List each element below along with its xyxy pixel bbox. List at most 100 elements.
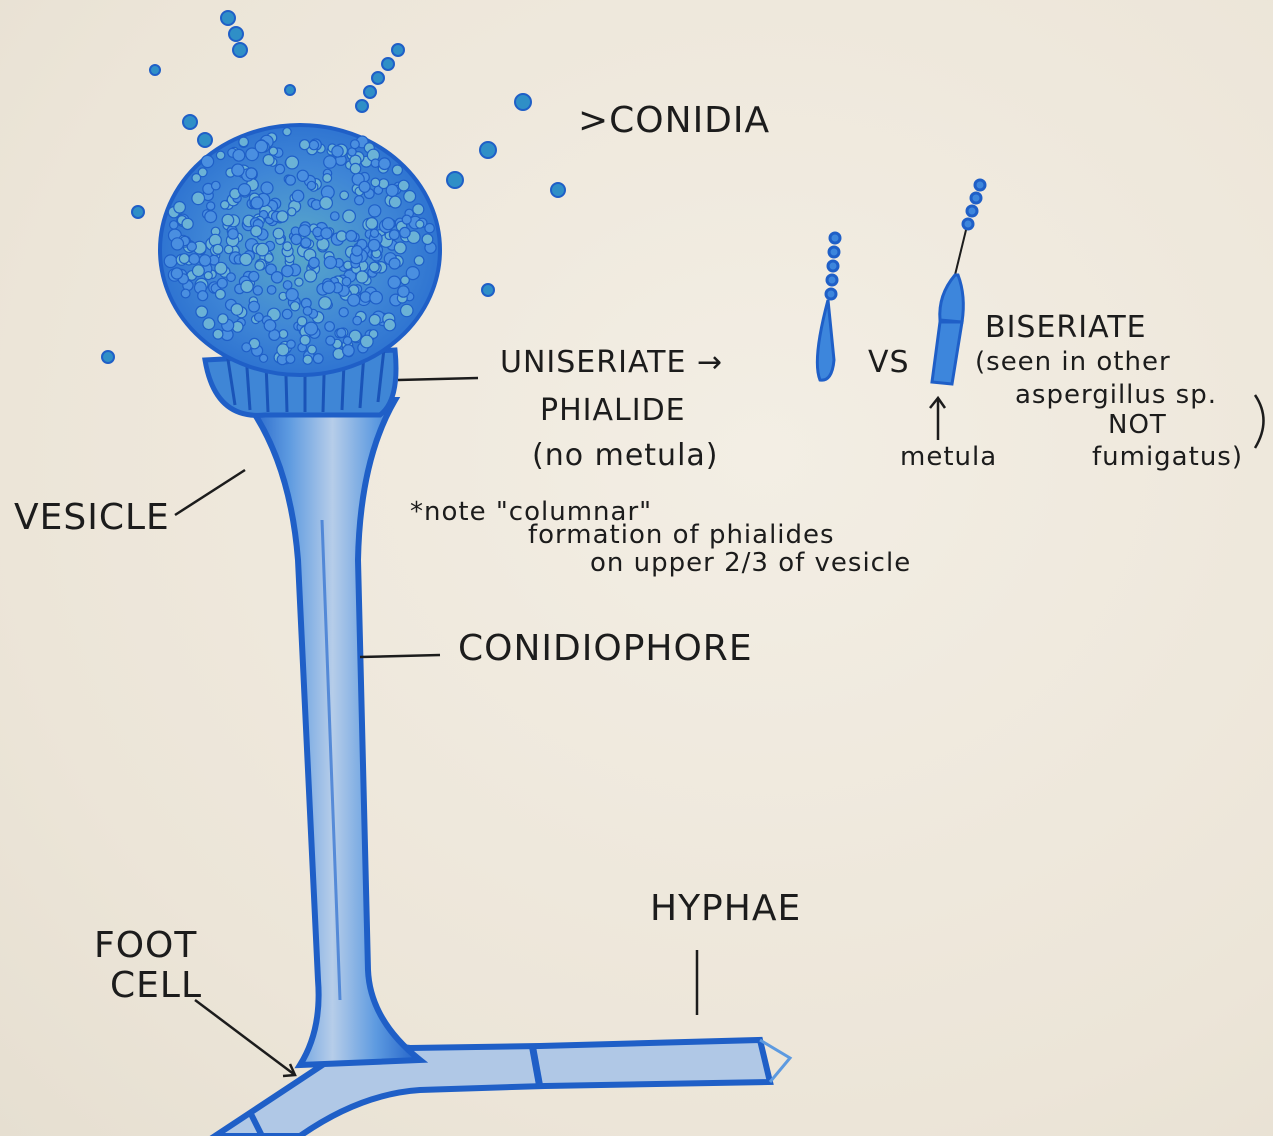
spore bbox=[264, 320, 276, 332]
spore bbox=[343, 210, 356, 223]
spore bbox=[343, 337, 351, 345]
spore bbox=[290, 302, 299, 311]
spore bbox=[368, 239, 380, 251]
spore bbox=[425, 224, 434, 233]
spore bbox=[297, 317, 306, 326]
spore bbox=[359, 181, 370, 192]
spore bbox=[352, 246, 362, 256]
foot-label: FOOT bbox=[94, 925, 197, 966]
spore bbox=[283, 281, 292, 290]
spore bbox=[269, 147, 277, 155]
spore bbox=[181, 289, 190, 298]
spore bbox=[182, 218, 193, 229]
spore bbox=[297, 170, 308, 181]
spore bbox=[170, 221, 178, 229]
spore bbox=[201, 155, 213, 167]
spore bbox=[282, 309, 292, 319]
spore bbox=[286, 175, 296, 185]
spore bbox=[389, 258, 400, 269]
phialide-label: PHIALIDE bbox=[540, 393, 686, 428]
spore bbox=[301, 238, 311, 248]
spore bbox=[325, 322, 335, 332]
metula-label: metula bbox=[900, 442, 997, 472]
spore bbox=[171, 268, 182, 279]
spore bbox=[249, 301, 260, 312]
spore bbox=[295, 278, 303, 286]
spore bbox=[326, 336, 335, 345]
spore bbox=[196, 306, 208, 318]
spore bbox=[369, 262, 379, 272]
spore bbox=[205, 211, 217, 223]
spore bbox=[392, 165, 402, 175]
spore bbox=[370, 229, 378, 237]
spore bbox=[215, 262, 227, 274]
spore bbox=[225, 245, 233, 253]
spore bbox=[309, 140, 318, 149]
spore bbox=[249, 271, 259, 281]
spore bbox=[217, 278, 227, 288]
aspergillus-sp-label: aspergillus sp. bbox=[1015, 380, 1217, 410]
spore bbox=[303, 355, 312, 364]
spore bbox=[221, 201, 229, 209]
spore bbox=[291, 234, 301, 244]
spore bbox=[353, 316, 362, 325]
spore bbox=[370, 291, 383, 304]
spore bbox=[402, 215, 411, 224]
hyphae-shape bbox=[215, 1040, 770, 1136]
spore bbox=[204, 272, 212, 280]
spore bbox=[242, 343, 251, 352]
spore bbox=[386, 184, 398, 196]
spore bbox=[261, 182, 273, 194]
spore bbox=[292, 190, 304, 202]
spore bbox=[241, 280, 253, 292]
spore bbox=[360, 292, 371, 303]
spore bbox=[299, 225, 311, 237]
spore bbox=[267, 286, 276, 295]
spore bbox=[282, 265, 293, 276]
spore bbox=[300, 140, 310, 150]
spore bbox=[400, 227, 410, 237]
conidiophore-label: CONIDIOPHORE bbox=[458, 628, 753, 669]
spore bbox=[414, 256, 424, 266]
spore bbox=[288, 208, 296, 216]
spore bbox=[369, 314, 380, 325]
cell-label: CELL bbox=[110, 965, 202, 1006]
spore bbox=[213, 244, 223, 254]
spore bbox=[389, 196, 401, 208]
spore bbox=[286, 156, 299, 169]
spore bbox=[324, 156, 336, 168]
spore bbox=[323, 174, 332, 183]
spore bbox=[324, 256, 336, 268]
spore bbox=[323, 281, 335, 293]
spore bbox=[189, 254, 200, 265]
uniseriate-label: UNISERIATE → bbox=[500, 345, 723, 380]
spore bbox=[171, 238, 183, 250]
spore bbox=[240, 253, 252, 265]
spore bbox=[342, 277, 351, 286]
spore bbox=[203, 318, 215, 330]
spore bbox=[384, 319, 396, 331]
spore bbox=[303, 307, 312, 316]
spore bbox=[348, 294, 360, 306]
spore bbox=[287, 340, 295, 348]
spore bbox=[319, 297, 332, 310]
spore bbox=[227, 273, 236, 282]
spore bbox=[346, 231, 357, 242]
spore bbox=[404, 191, 416, 203]
spore bbox=[320, 197, 333, 210]
spore bbox=[313, 354, 323, 364]
spore bbox=[279, 330, 288, 339]
note-line-2: formation of phialides bbox=[528, 520, 835, 550]
spore bbox=[255, 261, 264, 270]
spore bbox=[233, 149, 245, 161]
note-line-3: on upper 2/3 of vesicle bbox=[590, 548, 911, 578]
spore bbox=[337, 328, 346, 337]
not-label: NOT bbox=[1108, 410, 1167, 440]
spore bbox=[401, 276, 410, 285]
spore bbox=[382, 218, 394, 230]
spore bbox=[371, 178, 380, 187]
spore bbox=[388, 276, 400, 288]
spore bbox=[308, 345, 317, 354]
spore bbox=[366, 218, 378, 230]
spore bbox=[356, 271, 368, 283]
